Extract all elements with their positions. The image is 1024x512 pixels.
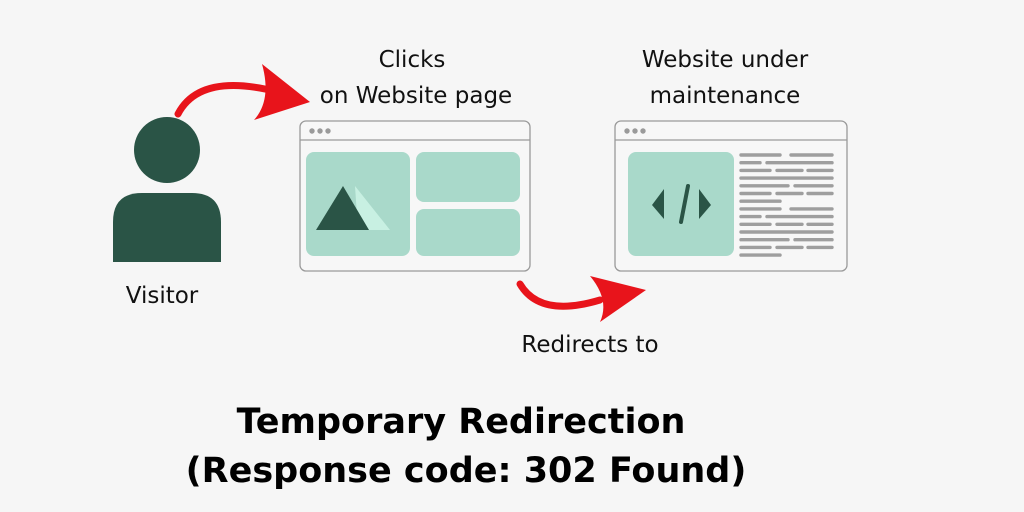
maintenance-label-line2: maintenance xyxy=(649,83,801,109)
clicks-label-line2: on Website page xyxy=(319,83,513,109)
maintenance-page-window xyxy=(614,120,848,272)
title-line2: (Response code: 302 Found) xyxy=(185,451,747,491)
redirect-arrow-icon xyxy=(516,276,646,322)
maintenance-label: Website under xyxy=(641,47,809,73)
clicks-label: Clicks xyxy=(378,47,446,73)
click-arrow-icon xyxy=(174,64,310,120)
visitor-label: Visitor xyxy=(125,283,199,309)
code-icon xyxy=(652,184,711,224)
title-line1: Temporary Redirection xyxy=(236,402,686,442)
visitor-icon xyxy=(113,117,221,262)
redirects-label: Redirects to xyxy=(521,332,659,358)
website-page-window xyxy=(299,120,531,272)
image-placeholder-icon xyxy=(316,186,390,230)
text-lines-placeholder xyxy=(739,153,834,257)
